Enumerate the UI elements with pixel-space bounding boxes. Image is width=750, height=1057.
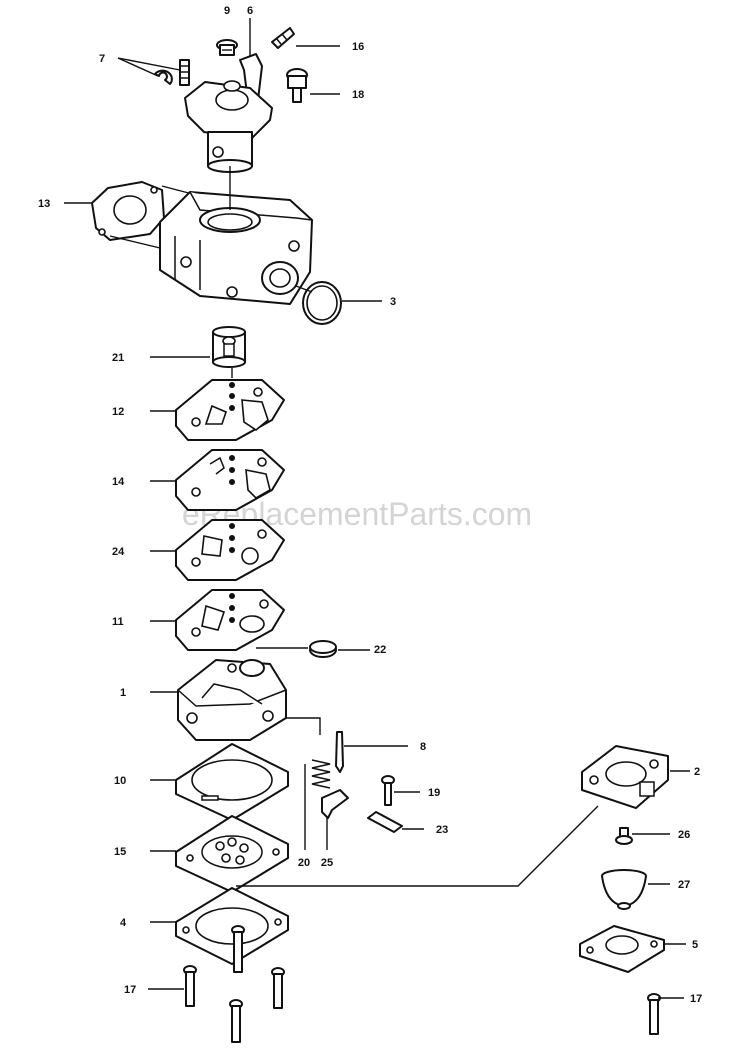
part-14-gasket — [150, 449, 285, 511]
callout-21: 21 — [112, 352, 124, 364]
callout-2: 2 — [694, 766, 700, 778]
callout-19: 19 — [428, 787, 440, 799]
part-12-gasket — [150, 379, 285, 441]
part-3-o-ring — [295, 281, 382, 325]
part-17-screws-left — [148, 925, 285, 1043]
carburetor-body — [159, 166, 313, 305]
callout-11: 11 — [112, 616, 124, 628]
connection-leader — [236, 805, 599, 887]
part-11-gasket — [150, 589, 285, 651]
callout-13: 13 — [38, 198, 50, 210]
callout-17-right: 17 — [690, 993, 702, 1005]
part-8-needle — [335, 731, 408, 773]
callout-3: 3 — [390, 296, 396, 308]
part-25-lever — [321, 789, 349, 850]
part-19-screw — [381, 775, 420, 806]
callout-23: 23 — [436, 824, 448, 836]
part-20-spring — [304, 759, 331, 850]
callout-12: 12 — [112, 406, 124, 418]
callout-4: 4 — [120, 917, 127, 929]
part-21-filter — [150, 326, 246, 368]
callout-labels: 9 6 16 7 18 13 3 21 12 14 24 11 22 1 8 1… — [38, 5, 702, 1005]
part-27-primer-bulb — [601, 869, 670, 910]
part-1-pump-body — [150, 659, 321, 741]
callout-14: 14 — [112, 476, 125, 488]
callout-18: 18 — [352, 89, 364, 101]
callout-25: 25 — [321, 857, 333, 869]
callout-22: 22 — [374, 644, 386, 656]
callout-26: 26 — [678, 829, 690, 841]
part-15-gasket — [150, 815, 289, 893]
throttle-housing — [184, 80, 273, 173]
callout-17-left: 17 — [124, 984, 136, 996]
part-10-diaphragm — [150, 743, 289, 821]
part-5-retainer — [579, 925, 686, 973]
part-4-gasket — [150, 887, 289, 965]
part-18-screw — [286, 68, 340, 103]
callout-7: 7 — [99, 53, 105, 65]
callout-5: 5 — [692, 939, 698, 951]
part-16-screw — [271, 27, 340, 49]
callout-1: 1 — [120, 687, 126, 699]
callout-20: 20 — [298, 857, 310, 869]
callout-27: 27 — [678, 879, 690, 891]
callout-15: 15 — [114, 846, 126, 858]
callout-16: 16 — [352, 41, 364, 53]
callout-8: 8 — [420, 741, 426, 753]
part-7-screw-clip — [117, 57, 190, 86]
part-22-cap — [256, 640, 370, 658]
callout-24: 24 — [112, 546, 125, 558]
callout-9: 9 — [224, 5, 230, 17]
part-2-cover — [581, 745, 690, 809]
callout-6: 6 — [247, 5, 253, 17]
callout-10: 10 — [114, 775, 126, 787]
part-17-screw-right — [647, 993, 684, 1035]
part-26-valve — [615, 827, 670, 845]
part-24-gasket — [150, 519, 285, 581]
part-9-screw — [216, 39, 238, 56]
part-23-pin — [367, 811, 424, 833]
